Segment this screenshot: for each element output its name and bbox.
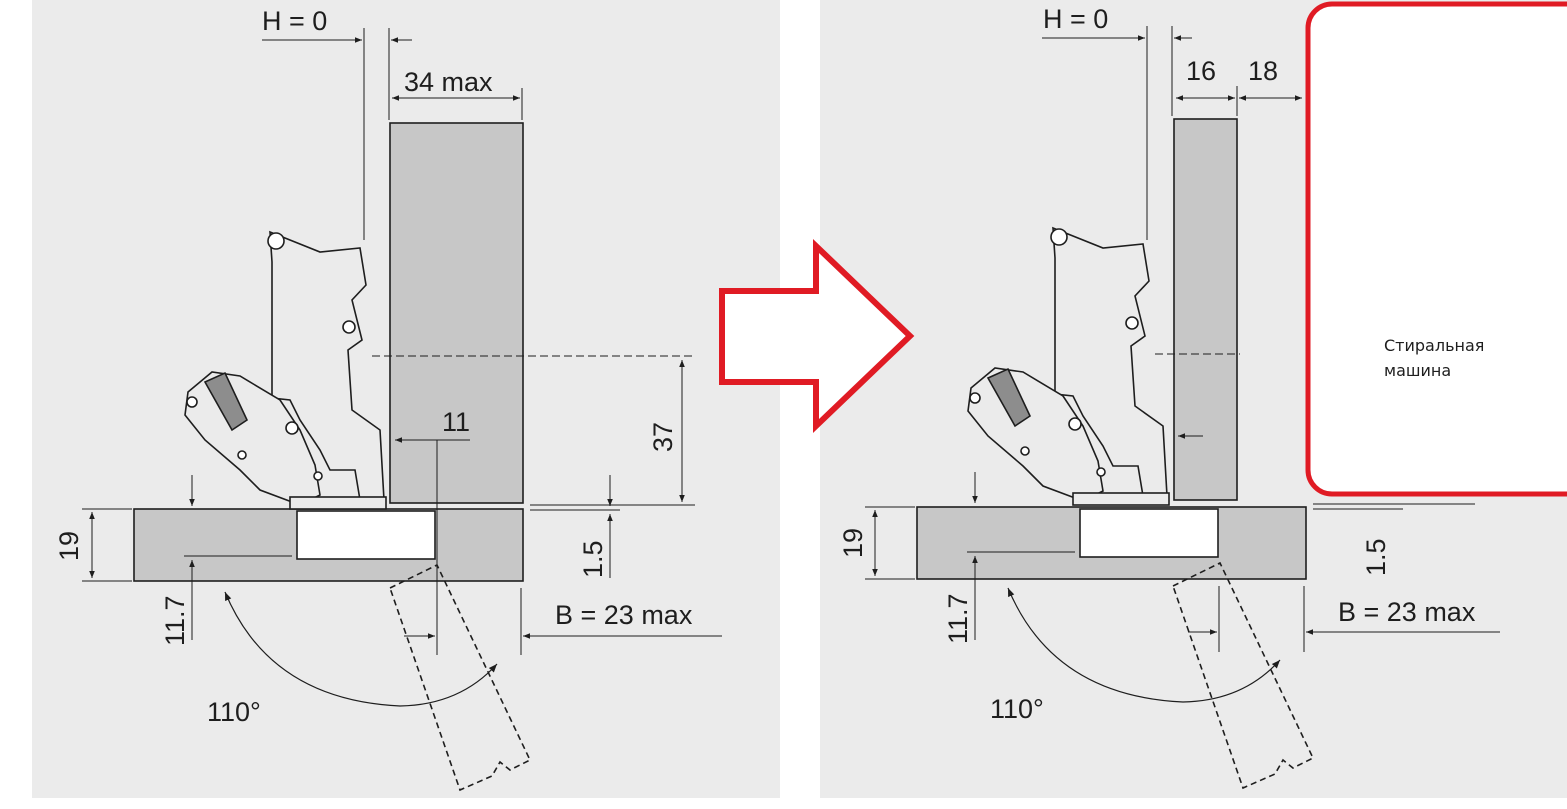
right-b-label: B = 23 max <box>1338 597 1476 627</box>
left-hinge-base <box>289 496 387 510</box>
right-plate-lever <box>986 367 1032 428</box>
right-hinge-base <box>1072 492 1170 506</box>
right-hinge-pin-top <box>1050 228 1068 246</box>
left-drill-label: 11.7 <box>160 595 190 646</box>
left-gap-label: 1.5 <box>578 540 608 578</box>
left-max-label: 34 max <box>404 67 493 97</box>
right-gap-label: 1.5 <box>1361 538 1391 576</box>
right-gap-label-top: 18 <box>1248 56 1278 86</box>
left-plate-screw-d <box>313 471 323 481</box>
right-angle-label: 110° <box>990 694 1044 724</box>
washing-machine-label-line1: Стиральная <box>1384 336 1484 355</box>
right-hinge-pin-mid <box>1125 316 1139 330</box>
washing-machine-label-line2: машина <box>1384 361 1451 380</box>
left-cup-hole <box>296 510 436 560</box>
right-open-door-outline <box>1172 561 1315 790</box>
right-cup-hole <box>1079 508 1219 558</box>
right-door <box>1173 118 1238 501</box>
right-diagram <box>865 26 1500 790</box>
left-plate-lever <box>203 371 249 432</box>
right-door-label: 16 <box>1186 56 1216 86</box>
right-drill-label: 11.7 <box>943 593 973 644</box>
right-plate-screw-c <box>1020 446 1030 456</box>
left-diagram <box>82 28 722 792</box>
left-plate-screw-a <box>186 396 198 408</box>
right-plate-screw-b <box>1068 417 1082 431</box>
left-door <box>389 122 524 504</box>
left-angle-label: 110° <box>207 697 261 727</box>
right-plate-screw-a <box>969 392 981 404</box>
left-open-door-outline <box>389 563 532 792</box>
left-hinge-pin-top <box>267 232 285 250</box>
right-plate-screw-d <box>1096 467 1106 477</box>
washing-machine-outline <box>1305 1 1567 497</box>
right-h-label: H = 0 <box>1043 4 1108 34</box>
left-thickness-label: 19 <box>54 531 84 561</box>
left-plate-screw-b <box>285 421 299 435</box>
left-plate-screw-c <box>237 450 247 460</box>
transition-arrow <box>719 238 915 434</box>
left-offset-label: 11 <box>442 407 470 437</box>
left-b-label: B = 23 max <box>555 600 693 630</box>
right-thickness-label: 19 <box>838 528 868 558</box>
left-height-label: 37 <box>648 422 678 452</box>
left-h-label: H = 0 <box>262 6 327 36</box>
left-hinge-pin-mid <box>342 320 356 334</box>
